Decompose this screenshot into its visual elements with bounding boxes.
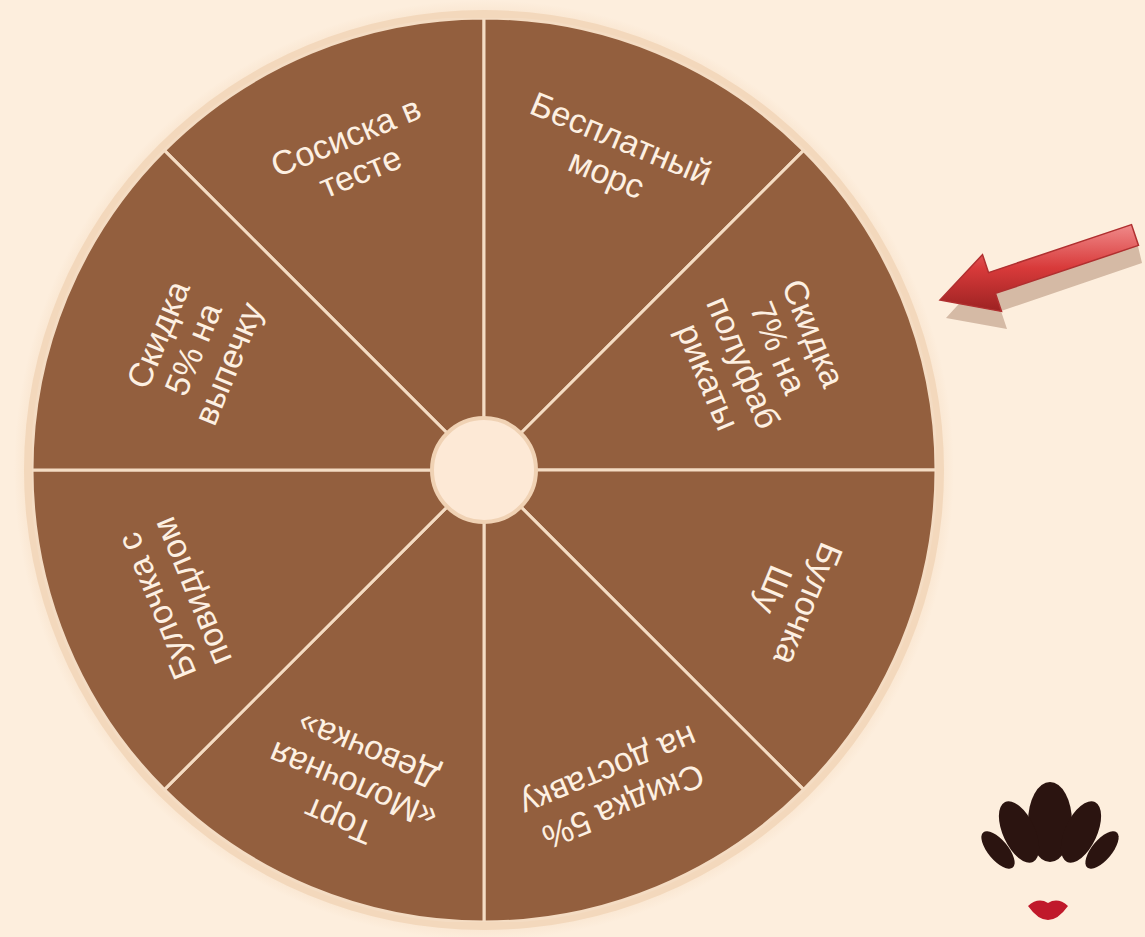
sector-wedge bbox=[164, 470, 484, 922]
sector-shape-layer bbox=[32, 18, 936, 922]
sector-label-group: Скидка 5% на выпечку bbox=[111, 256, 276, 443]
prize-text: Булочка с повидлом bbox=[100, 492, 247, 706]
croissant-segment bbox=[1028, 782, 1072, 862]
sector-label-group: Скидка 7% на полуфаб рикаты bbox=[662, 257, 860, 454]
wheel-sector: Булочка Шу bbox=[32, 18, 936, 922]
prize-text: Сосиска в тесте bbox=[265, 88, 442, 220]
croissant-segment bbox=[976, 826, 1021, 874]
sector-shape-layer bbox=[32, 18, 936, 922]
wheel-sector: Булочка с повидлом bbox=[32, 18, 936, 922]
sector-shape-layer bbox=[32, 18, 936, 922]
prize-text: Скидка 5% на выпечку bbox=[111, 256, 276, 443]
sector-wedge bbox=[484, 150, 936, 470]
sector-wedge bbox=[484, 470, 936, 790]
sector-wedge bbox=[32, 150, 484, 470]
croissant-segment bbox=[991, 795, 1048, 868]
sector-label-group: Бесплатный морс bbox=[498, 79, 730, 234]
wheel-glow bbox=[14, 0, 954, 937]
sector-shape-layer bbox=[32, 18, 936, 922]
sector-shape-layer bbox=[32, 18, 936, 922]
prize-text: Торт «Молочная Девочка» bbox=[239, 695, 467, 877]
sector-wedge bbox=[484, 470, 804, 922]
wheel-sector: Торт «Молочная Девочка» bbox=[32, 18, 936, 922]
pointer-arrow bbox=[940, 225, 1139, 312]
wheel-sector: Скидка 5% на выпечку bbox=[32, 18, 936, 922]
prize-text: Скидка 7% на полуфаб рикаты bbox=[662, 257, 860, 454]
sector-wedge bbox=[164, 18, 484, 470]
sector-wedge bbox=[484, 18, 804, 470]
croissant-logo bbox=[976, 782, 1125, 874]
lips-logo bbox=[1028, 901, 1068, 920]
pointer-arrow-shadow bbox=[946, 242, 1142, 329]
wheel-sector: Сосиска в тесте bbox=[32, 18, 936, 922]
sector-shape-layer bbox=[32, 18, 936, 922]
sector-label-group: Сосиска в тесте bbox=[265, 88, 442, 220]
sector-shape-layer bbox=[32, 18, 936, 922]
wheel-sector: Скидка 7% на полуфаб рикаты bbox=[32, 18, 936, 922]
sector-shape-layer bbox=[32, 18, 936, 922]
sector-label-group: Булочка с повидлом bbox=[100, 492, 247, 706]
sector-label-group: Булочка Шу bbox=[725, 509, 857, 686]
prize-text: Булочка Шу bbox=[725, 509, 857, 686]
wheel-sector: Бесплатный морс bbox=[32, 18, 936, 922]
wheel-rim bbox=[24, 10, 944, 930]
croissant-segment bbox=[1053, 795, 1110, 868]
prize-text: Бесплатный морс bbox=[498, 79, 730, 234]
prize-text: Скидка 5% на доставку bbox=[504, 713, 727, 864]
sector-wedge bbox=[32, 470, 484, 790]
sector-label-group: Скидка 5% на доставку bbox=[504, 713, 727, 864]
sector-label-group: Торт «Молочная Девочка» bbox=[239, 695, 467, 877]
wheel-hub bbox=[432, 418, 536, 522]
wheel-sector: Скидка 5% на доставку bbox=[32, 18, 936, 922]
croissant-segment bbox=[1080, 826, 1125, 874]
